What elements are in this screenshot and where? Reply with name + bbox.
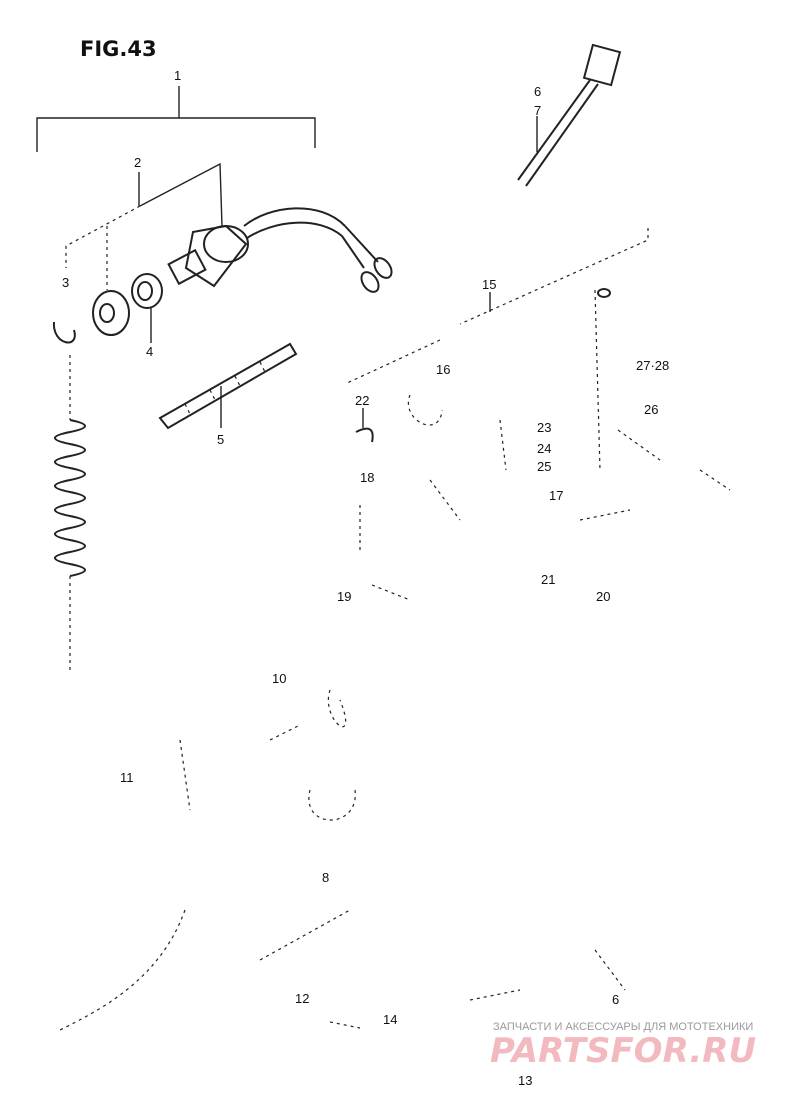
- callout-26: 26: [644, 402, 658, 417]
- small-parts: [59, 288, 731, 1031]
- connector-harness: [517, 43, 622, 187]
- callout-14: 14: [383, 1012, 397, 1027]
- callout-25: 25: [537, 459, 551, 474]
- callout-8: 8: [322, 870, 329, 885]
- stop-switch: [167, 207, 393, 293]
- callout-15: 15: [482, 277, 496, 292]
- callout-24: 24: [537, 441, 551, 456]
- washer: [131, 273, 163, 309]
- callout-17: 17: [549, 488, 563, 503]
- assembly-outline: [344, 228, 649, 428]
- callout-3: 3: [62, 275, 69, 290]
- callout-1: 1: [174, 68, 181, 83]
- callout-19: 19: [337, 589, 351, 604]
- callout-22: 22: [355, 393, 369, 408]
- callout-7: 7: [534, 103, 541, 118]
- callout-4: 4: [146, 344, 153, 359]
- callout-27-28: 27·28: [636, 358, 669, 373]
- callout-18: 18: [360, 470, 374, 485]
- figure-title: FIG.43: [80, 37, 157, 61]
- callout-2: 2: [134, 155, 141, 170]
- watermark-caption: ЗАПЧАСТИ И АКСЕССУАРЫ ДЛЯ МОТОТЕХНИКИ: [493, 1021, 753, 1033]
- watermark-logo: PARTSFOR.RU: [490, 1031, 756, 1071]
- callout-21: 21: [541, 572, 555, 587]
- callout-23: 23: [537, 420, 551, 435]
- callout-6: 6: [534, 84, 541, 99]
- bracket-part-2: [65, 162, 223, 290]
- lock-nut: [92, 290, 130, 336]
- lanyard-cord: [52, 321, 86, 670]
- callout-16: 16: [436, 362, 450, 377]
- callout-11: 11: [120, 770, 134, 785]
- callout-6b: 6: [612, 992, 619, 1007]
- callout-12: 12: [295, 991, 309, 1006]
- callout-20: 20: [596, 589, 610, 604]
- spring-cover: [158, 342, 298, 430]
- callout-10: 10: [272, 671, 286, 686]
- callout-5: 5: [217, 432, 224, 447]
- bracket-part-1: [36, 86, 316, 152]
- callout-13: 13: [518, 1073, 532, 1088]
